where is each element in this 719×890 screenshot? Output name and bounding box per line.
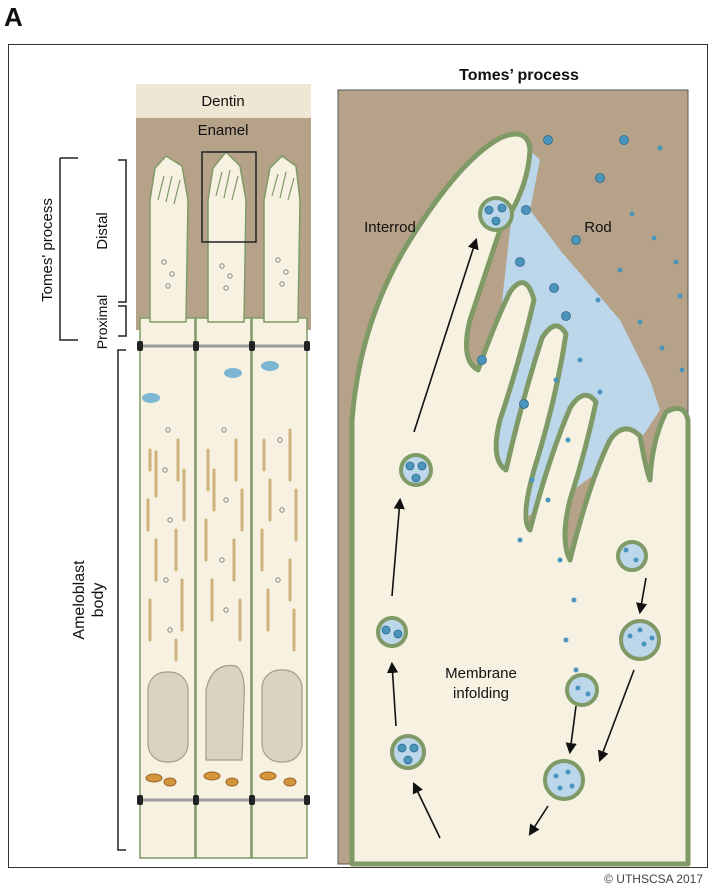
tomes-process-2 bbox=[208, 152, 246, 322]
dentin-label: Dentin bbox=[201, 93, 244, 110]
tomes-process-label: Tomes' process bbox=[39, 198, 56, 302]
membrane-label-line2: infolding bbox=[453, 685, 509, 702]
tomes-process-3 bbox=[264, 156, 300, 322]
copyright-text: © UTHSCSA 2017 bbox=[604, 872, 703, 886]
ameloblast-label-line2: body bbox=[90, 583, 107, 618]
proximal-label: Proximal bbox=[94, 295, 110, 349]
left-panel: Dentin Enamel bbox=[39, 84, 311, 858]
right-panel: Tomes’ process bbox=[338, 67, 688, 864]
rod-label: Rod bbox=[584, 219, 612, 236]
membrane-label-line1: Membrane bbox=[445, 665, 517, 682]
enamel-label: Enamel bbox=[198, 122, 249, 139]
interrod-label: Interrod bbox=[364, 219, 416, 236]
tomes-process-title: Tomes’ process bbox=[459, 67, 579, 84]
nuclei bbox=[148, 666, 302, 763]
ameloblast-label-line1: Ameloblast bbox=[71, 560, 88, 640]
distal-label: Distal bbox=[94, 212, 111, 250]
tomes-process-1 bbox=[150, 156, 188, 322]
